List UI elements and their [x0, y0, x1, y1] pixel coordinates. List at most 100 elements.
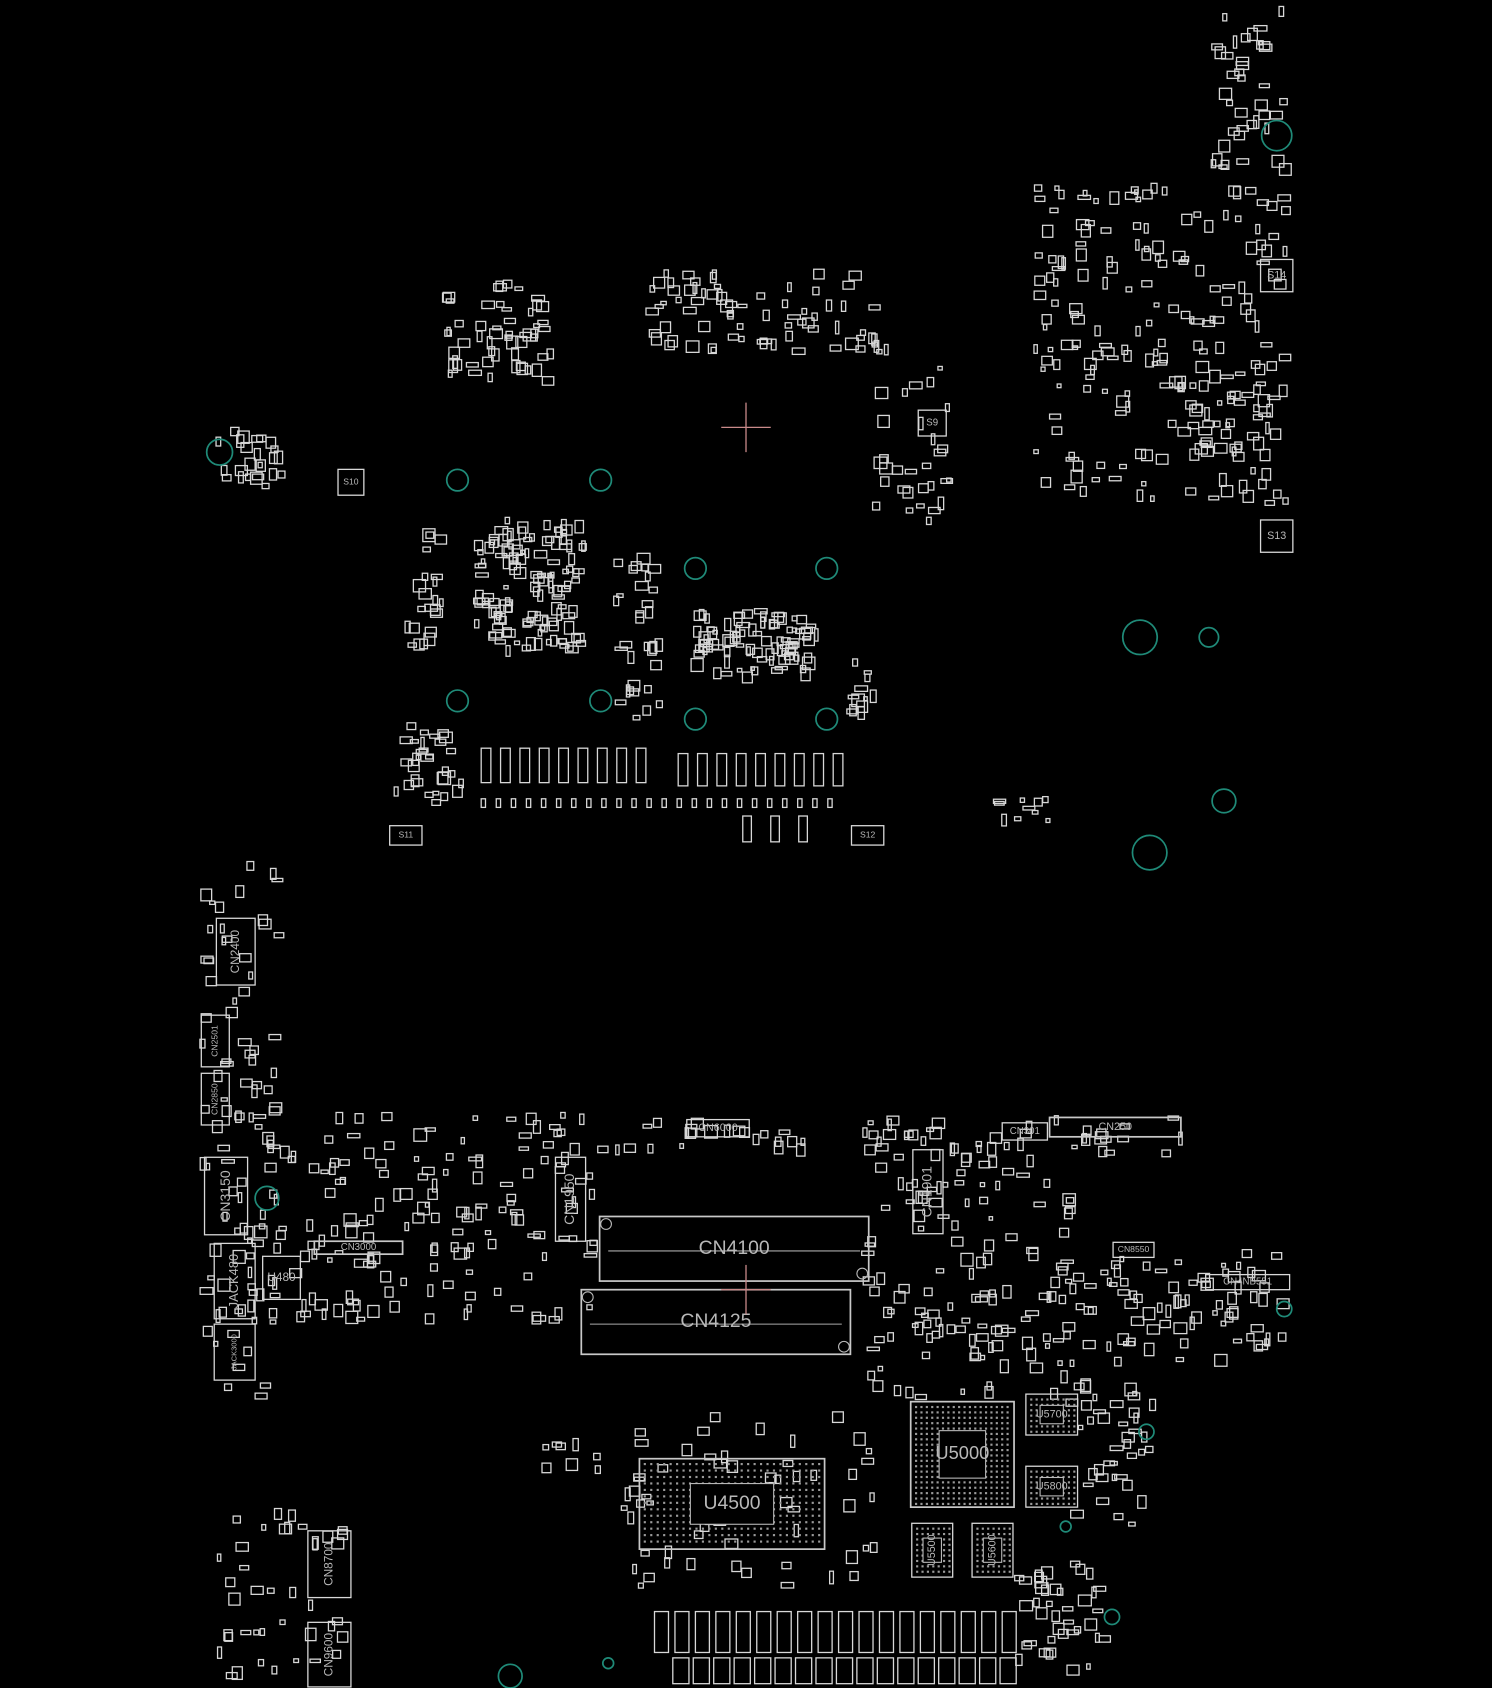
smd-pad — [908, 1129, 919, 1141]
component-u5700[interactable]: U5700 — [1025, 1393, 1079, 1436]
smd-pad — [1056, 383, 1062, 389]
smd-pad — [1058, 189, 1065, 200]
smd-pad — [308, 1163, 320, 1174]
smd-pad — [814, 628, 819, 642]
component-s13[interactable]: S13 — [1259, 519, 1294, 553]
component-u5800[interactable]: U5800 — [1025, 1465, 1079, 1508]
smd-pad — [1045, 817, 1051, 824]
smd-pad — [424, 1127, 436, 1132]
component-cn2850[interactable]: CN2850 — [200, 1072, 230, 1126]
smd-pad — [736, 621, 751, 629]
smd-pad — [1028, 1247, 1039, 1262]
smd-pad — [1040, 366, 1046, 372]
smd-pad — [422, 546, 432, 553]
component-label: S10 — [343, 477, 359, 487]
component-s9[interactable]: S9 — [917, 409, 947, 437]
smd-pad — [1261, 244, 1273, 258]
connector-pad — [827, 798, 833, 809]
smd-pad — [1258, 1292, 1268, 1307]
smd-pad — [237, 1304, 246, 1317]
component-s11[interactable]: S11 — [389, 825, 423, 846]
component-cn2501[interactable]: CN2501 — [200, 1014, 230, 1068]
smd-pad — [1128, 1407, 1140, 1418]
smd-pad — [476, 597, 490, 606]
smd-pad — [755, 1422, 765, 1436]
component-u5000[interactable]: U5000 — [909, 1400, 1015, 1509]
smd-pad — [537, 628, 543, 637]
smd-pad — [508, 539, 521, 550]
smd-pad — [917, 483, 929, 494]
smd-pad — [541, 376, 555, 386]
component-cn4nb551[interactable]: CN4NB551 — [1205, 1273, 1291, 1291]
component-cn9600[interactable]: CN9600 — [307, 1621, 352, 1688]
smd-pad — [727, 312, 734, 320]
smd-pad — [1100, 1269, 1109, 1276]
smd-pad — [560, 1151, 569, 1166]
smd-pad — [467, 1242, 474, 1253]
smd-pad — [236, 1177, 247, 1187]
component-cn8700[interactable]: CN8700 — [307, 1530, 352, 1599]
smd-pad — [1060, 339, 1074, 351]
component-cn2400[interactable]: CN2400 — [215, 917, 256, 986]
smd-pad — [521, 644, 532, 652]
component-cn4100[interactable]: CN4100 — [598, 1215, 870, 1282]
component-s14[interactable]: S14 — [1259, 258, 1294, 293]
smd-pad — [1225, 418, 1235, 428]
component-s12[interactable]: S12 — [850, 825, 885, 846]
component-cn3000[interactable]: CN3000 — [313, 1240, 404, 1256]
mounting-hole — [1260, 119, 1293, 152]
smd-pad — [737, 303, 748, 309]
component-jack3000[interactable]: JACK3000 — [213, 1323, 256, 1381]
smd-pad — [221, 935, 233, 943]
connector-pad — [635, 747, 647, 784]
smd-pad — [915, 503, 925, 509]
component-u5500[interactable]: U5500 — [911, 1522, 954, 1578]
component-u5600[interactable]: U5600 — [971, 1522, 1014, 1578]
smd-pad — [928, 1197, 943, 1208]
smd-pad — [240, 441, 253, 454]
smd-pad — [1033, 1597, 1040, 1608]
component-cn6000[interactable]: CN6000 — [686, 1118, 750, 1138]
smd-pad — [367, 1304, 380, 1318]
connector-pad — [978, 1657, 997, 1685]
component-u480[interactable]: U480 — [262, 1255, 301, 1301]
component-u4500[interactable]: U4500 — [638, 1457, 826, 1550]
smd-pad — [675, 296, 682, 304]
component-cn4125[interactable]: CN4125 — [580, 1288, 852, 1356]
smd-pad — [874, 386, 889, 400]
connector-pad — [753, 1657, 772, 1685]
smd-pad — [1130, 1316, 1145, 1326]
smd-pad — [513, 640, 521, 646]
smd-pad — [404, 1221, 410, 1232]
smd-pad — [793, 654, 800, 662]
smd-pad — [273, 1507, 283, 1520]
component-cn1901[interactable]: CN1901 — [912, 1149, 944, 1235]
smd-pad — [880, 476, 890, 487]
component-s10[interactable]: S10 — [337, 468, 365, 496]
component-cn3150[interactable]: CN3150 — [203, 1156, 249, 1236]
smd-pad — [1253, 24, 1268, 32]
smd-pad — [1070, 469, 1083, 484]
smd-pad — [1159, 382, 1174, 389]
component-cn1950[interactable]: CN1950 — [554, 1156, 587, 1242]
component-cn301[interactable]: CN301 — [1001, 1122, 1049, 1141]
smd-pad — [248, 971, 254, 980]
smd-pad — [760, 1130, 769, 1139]
component-cn250[interactable]: CN250 — [1048, 1116, 1182, 1138]
smd-pad — [345, 1290, 354, 1305]
smd-pad — [1253, 115, 1260, 129]
smd-pad — [324, 1187, 336, 1198]
smd-pad — [238, 986, 251, 997]
connector-pad — [692, 1657, 711, 1685]
smd-pad — [345, 1222, 359, 1228]
smd-pad — [218, 1306, 228, 1318]
connector-pad — [694, 1610, 711, 1654]
connector-pad — [832, 752, 844, 787]
component-jack480[interactable]: JACK480 — [213, 1242, 256, 1320]
smd-pad — [1121, 344, 1129, 356]
smd-pad — [1082, 1125, 1092, 1136]
component-cn8550[interactable]: CN8550 — [1112, 1241, 1155, 1259]
smd-pad — [1142, 1307, 1156, 1321]
smd-pad — [1216, 400, 1223, 406]
